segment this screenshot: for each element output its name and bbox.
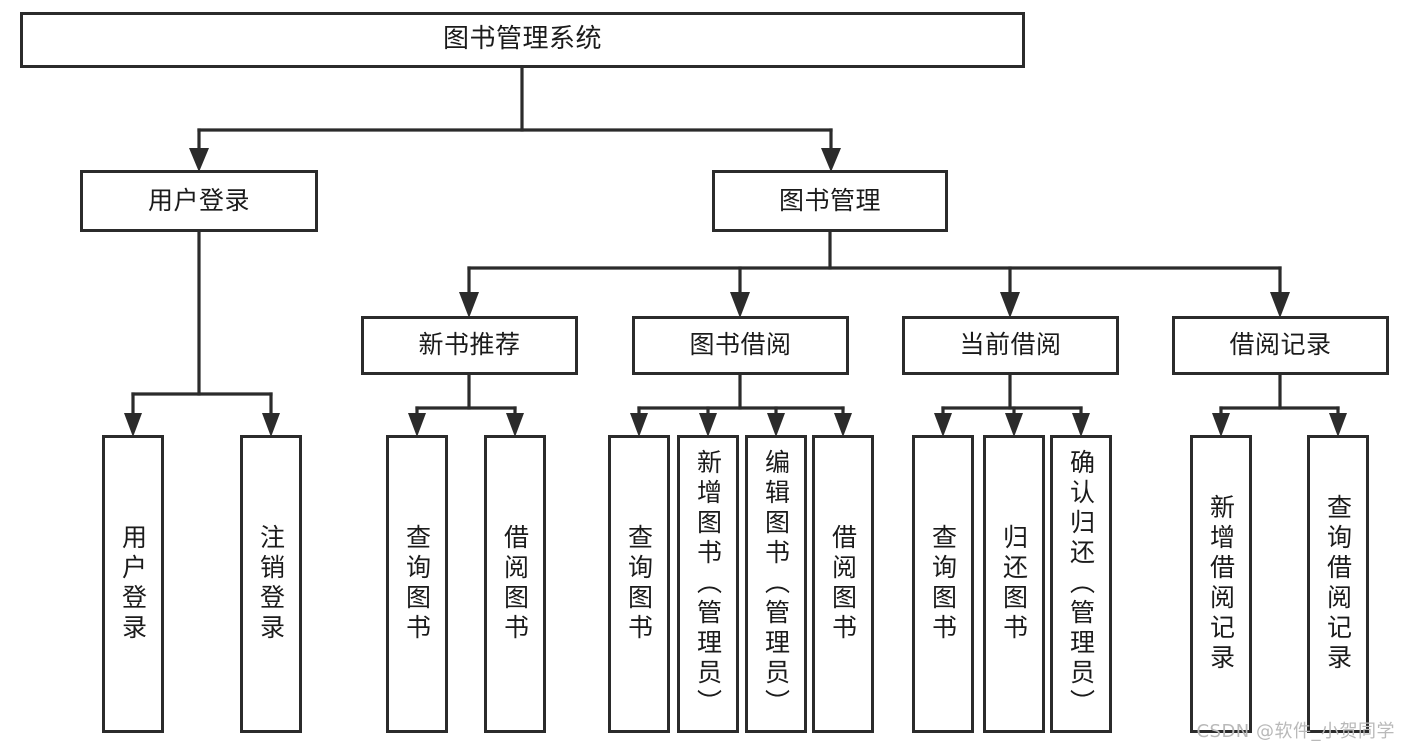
node-user-login-label: 用户登录 [147,185,250,215]
node-root-label: 图书管理系统 [442,24,602,55]
leaf-query-book-newbook[interactable]: 查询图书 [386,435,448,733]
leaf-return-book[interactable]: 归还图书 [983,435,1045,733]
leaf-query-borrow-record[interactable]: 查询借阅记录 [1307,435,1369,733]
leaf-add-book-admin[interactable]: 新增图书（管理员） [677,435,739,733]
node-new-book-recommend[interactable]: 新书推荐 [361,316,578,375]
leaf-add-book-admin-label: 新增图书（管理员） [693,449,723,719]
node-root[interactable]: 图书管理系统 [20,12,1025,68]
leaf-user-logout-label: 注销登录 [256,524,286,644]
node-current-borrow[interactable]: 当前借阅 [902,316,1119,375]
node-book-borrow[interactable]: 图书借阅 [632,316,849,375]
leaf-query-borrow-record-label: 查询借阅记录 [1323,494,1353,674]
leaf-confirm-return-admin-label: 确认归还（管理员） [1066,449,1096,719]
leaf-query-book-newbook-label: 查询图书 [402,524,432,644]
node-book-borrow-label: 图书借阅 [689,330,792,360]
leaf-confirm-return-admin[interactable]: 确认归还（管理员） [1050,435,1112,733]
csdn-watermark: CSDN @软件_小贺同学 [1196,721,1395,742]
leaf-query-book-borrow[interactable]: 查询图书 [608,435,670,733]
node-book-management[interactable]: 图书管理 [712,170,948,232]
leaf-borrow-book-borrow[interactable]: 借阅图书 [812,435,874,733]
leaf-edit-book-admin-label: 编辑图书（管理员） [761,449,791,719]
node-user-login[interactable]: 用户登录 [80,170,318,232]
leaf-borrow-book-newbook[interactable]: 借阅图书 [484,435,546,733]
leaf-user-login[interactable]: 用户登录 [102,435,164,733]
node-current-borrow-label: 当前借阅 [959,330,1062,360]
leaf-query-book-borrow-label: 查询图书 [624,524,654,644]
leaf-query-book-current-label: 查询图书 [928,524,958,644]
leaf-borrow-book-newbook-label: 借阅图书 [500,524,530,644]
leaf-edit-book-admin[interactable]: 编辑图书（管理员） [745,435,807,733]
node-book-management-label: 图书管理 [778,185,881,215]
node-borrow-records[interactable]: 借阅记录 [1172,316,1389,375]
leaf-borrow-book-borrow-label: 借阅图书 [828,524,858,644]
leaf-add-borrow-record-label: 新增借阅记录 [1206,494,1236,674]
leaf-user-login-label: 用户登录 [118,524,148,644]
node-new-book-recommend-label: 新书推荐 [418,330,521,360]
leaf-query-book-current[interactable]: 查询图书 [912,435,974,733]
node-borrow-records-label: 借阅记录 [1229,330,1332,360]
leaf-return-book-label: 归还图书 [999,524,1029,644]
leaf-user-logout[interactable]: 注销登录 [240,435,302,733]
leaf-add-borrow-record[interactable]: 新增借阅记录 [1190,435,1252,733]
